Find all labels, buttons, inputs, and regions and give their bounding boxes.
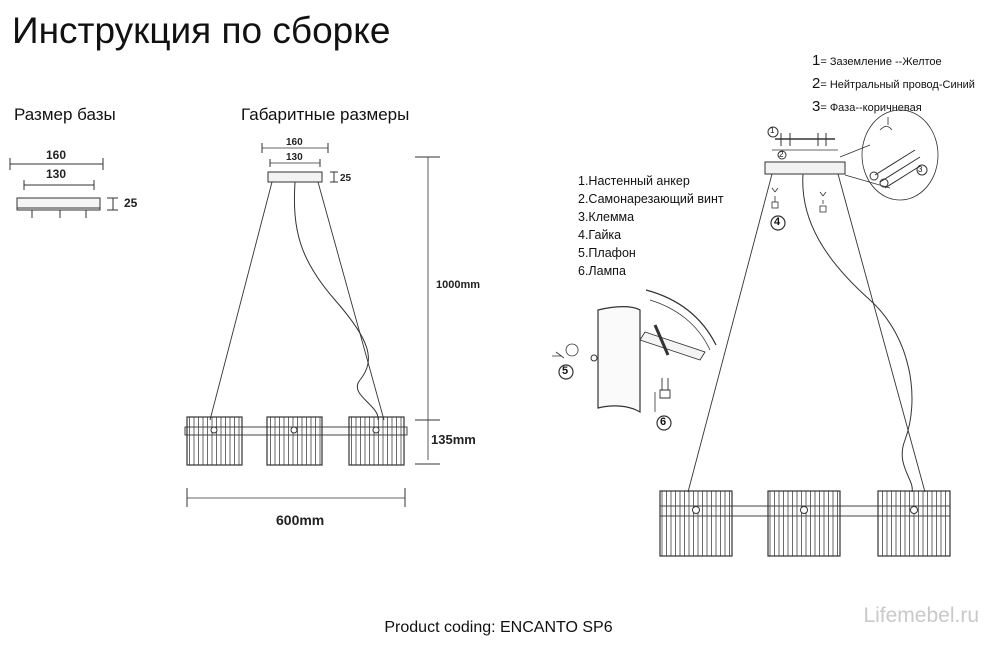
parts-list-item: 1.Настенный анкер bbox=[578, 174, 690, 188]
callout-terminal: 3 bbox=[918, 165, 923, 174]
callout-shade: 5 bbox=[562, 365, 569, 377]
page-title: Инструкция по сборке bbox=[12, 10, 391, 51]
brand-watermark: Lifemebel.ru bbox=[863, 604, 979, 627]
canopy-height-label: 25 bbox=[340, 173, 352, 184]
overall-inner-label: 130 bbox=[286, 152, 303, 163]
wire-legend: 1= Заземление --Желтое 2= Нейтральный пр… bbox=[812, 50, 975, 119]
overall-dimension-drawing bbox=[184, 143, 440, 507]
callout-screw: 2 bbox=[779, 150, 784, 159]
parts-list-item: 3.Клемма bbox=[578, 210, 635, 224]
overall-size-heading: Габаритные размеры bbox=[241, 105, 410, 124]
overall-length-label: 600mm bbox=[276, 512, 325, 528]
parts-list-item: 5.Плафон bbox=[578, 246, 636, 260]
wire-legend-item: 3= Фаза--коричневая bbox=[812, 98, 922, 115]
wire-legend-item: 1= Заземление --Желтое bbox=[812, 52, 942, 69]
parts-list-item: 6.Лампа bbox=[578, 264, 626, 278]
overall-width-label: 160 bbox=[286, 137, 303, 148]
assembly-view-drawing bbox=[659, 109, 951, 557]
parts-list-item: 4.Гайка bbox=[578, 228, 622, 242]
callout-nut: 4 bbox=[774, 216, 781, 228]
parts-list-item: 2.Самонарезающий винт bbox=[578, 192, 724, 206]
shade-height-label: 135mm bbox=[431, 432, 476, 447]
base-height-label: 25 bbox=[124, 196, 138, 210]
base-width-label: 160 bbox=[46, 148, 67, 162]
base-plate-drawing bbox=[9, 158, 118, 218]
parts-list: 1.Настенный анкер 2.Самонарезающий винт … bbox=[578, 172, 724, 280]
wire-legend-item: 2= Нейтральный провод-Синий bbox=[812, 75, 975, 92]
shade-detail-drawing bbox=[552, 289, 717, 431]
product-coding: Product coding: ENCANTO SP6 bbox=[384, 619, 613, 636]
callout-lamp: 6 bbox=[660, 416, 667, 428]
base-inner-label: 130 bbox=[46, 167, 67, 181]
drop-length-label: 1000mm bbox=[436, 279, 481, 291]
callout-anchor: 1 bbox=[770, 126, 775, 135]
base-size-heading: Размер базы bbox=[14, 105, 116, 124]
